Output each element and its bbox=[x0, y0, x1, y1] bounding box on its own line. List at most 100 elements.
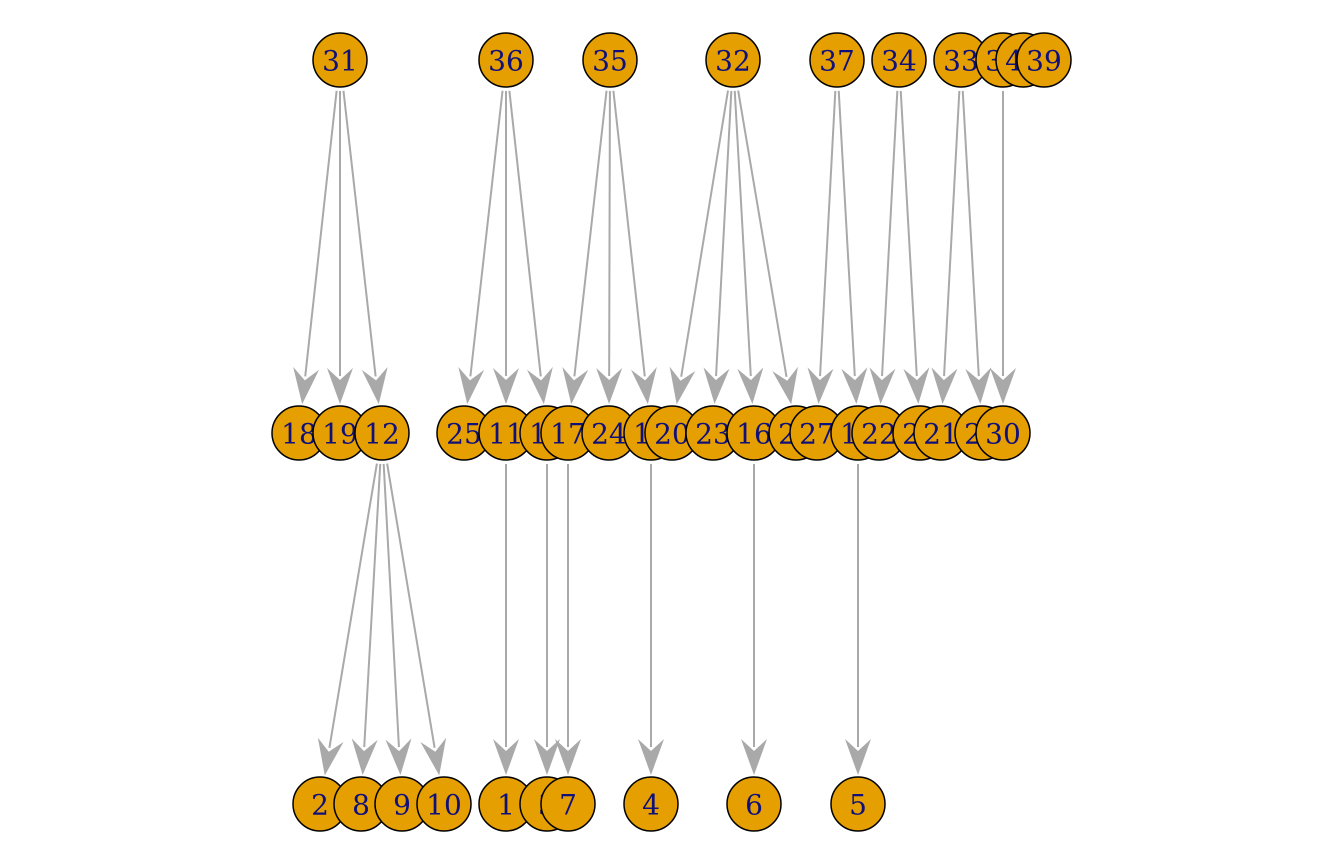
node-39: 39 bbox=[1016, 32, 1072, 88]
node-19: 19 bbox=[312, 405, 368, 461]
node-label: 4 bbox=[642, 789, 660, 822]
edge-35-24 bbox=[596, 90, 623, 405]
edge-16-6 bbox=[741, 464, 767, 775]
node-label: 9 bbox=[393, 789, 411, 822]
arrowhead-icon bbox=[630, 366, 657, 405]
edge-line bbox=[737, 90, 788, 377]
arrowhead-icon bbox=[841, 367, 868, 405]
node-label: 25 bbox=[446, 418, 482, 451]
arrowhead-icon bbox=[555, 739, 581, 775]
node-2: 2 bbox=[292, 776, 348, 832]
node-circle bbox=[478, 32, 534, 88]
node-label: 27 bbox=[799, 418, 835, 451]
node-16: 16 bbox=[726, 405, 782, 461]
node-36: 36 bbox=[478, 32, 534, 88]
edge-line bbox=[508, 90, 542, 377]
arrowhead-icon bbox=[526, 366, 553, 405]
node-circle bbox=[623, 776, 679, 832]
node-31: 31 bbox=[312, 32, 368, 88]
edge-31-19 bbox=[327, 91, 353, 404]
arrowhead-icon bbox=[385, 738, 412, 776]
node-circle bbox=[416, 776, 472, 832]
node-label: 12 bbox=[364, 418, 400, 451]
edge-34-22 bbox=[869, 90, 899, 405]
node-label: 11 bbox=[488, 418, 524, 451]
node-label: 39 bbox=[1026, 45, 1062, 78]
edge-line bbox=[943, 90, 961, 377]
node-30: 30 bbox=[975, 405, 1031, 461]
edge-31-12 bbox=[342, 90, 388, 405]
edge-32-16 bbox=[733, 90, 764, 405]
node-6: 6 bbox=[726, 776, 782, 832]
node-label: 37 bbox=[819, 45, 855, 78]
node-circle bbox=[540, 776, 596, 832]
edge-line bbox=[304, 90, 338, 377]
edge-line bbox=[837, 90, 856, 377]
edge-line bbox=[881, 90, 899, 377]
edge-line bbox=[342, 90, 377, 377]
edge-11-1 bbox=[493, 464, 519, 775]
node-label: 1 bbox=[497, 789, 515, 822]
node-circle bbox=[975, 405, 1031, 461]
arrowhead-icon bbox=[638, 739, 664, 775]
edge-36-13 bbox=[508, 90, 553, 405]
node-37: 37 bbox=[809, 32, 865, 88]
node-label: 34 bbox=[881, 45, 917, 78]
node-label: 2 bbox=[311, 789, 329, 822]
node-circle bbox=[1016, 32, 1072, 88]
node-label: 16 bbox=[736, 418, 772, 451]
node-circle bbox=[726, 776, 782, 832]
arrowhead-icon bbox=[903, 367, 930, 405]
node-23: 23 bbox=[685, 405, 741, 461]
arrowhead-icon bbox=[361, 366, 388, 405]
node-label: 17 bbox=[550, 418, 586, 451]
node-35: 35 bbox=[582, 32, 638, 88]
node-label: 20 bbox=[654, 418, 690, 451]
arrowhead-icon bbox=[317, 737, 344, 776]
node-label: 24 bbox=[591, 418, 627, 451]
edge-32-20 bbox=[669, 90, 729, 405]
edge-line bbox=[733, 90, 752, 377]
edge-12-2 bbox=[317, 463, 378, 776]
node-10: 10 bbox=[416, 776, 472, 832]
node-label: 7 bbox=[559, 789, 577, 822]
arrowhead-icon bbox=[493, 368, 519, 404]
edge-36-25 bbox=[458, 90, 504, 405]
node-circle bbox=[582, 32, 638, 88]
node-label: 10 bbox=[426, 789, 462, 822]
node-label: 8 bbox=[352, 789, 370, 822]
arrowhead-icon bbox=[737, 367, 764, 405]
node-label: 33 bbox=[943, 45, 979, 78]
node-label: 36 bbox=[488, 45, 524, 78]
edge-line bbox=[715, 90, 733, 377]
node-4: 4 bbox=[623, 776, 679, 832]
arrowhead-icon bbox=[807, 367, 834, 405]
edge-32-23 bbox=[703, 90, 733, 405]
arrowhead-icon bbox=[669, 366, 696, 405]
node-label: 22 bbox=[861, 418, 897, 451]
edge-line bbox=[573, 90, 608, 377]
edge-line bbox=[961, 90, 980, 377]
node-1: 1 bbox=[478, 776, 534, 832]
node-label: 6 bbox=[745, 789, 763, 822]
arrowhead-icon bbox=[772, 366, 798, 405]
arrowhead-icon bbox=[351, 738, 378, 776]
arrowhead-icon bbox=[869, 367, 896, 405]
node-layer: 3136353237343338403918191225111317241420… bbox=[271, 32, 1072, 832]
node-34: 34 bbox=[871, 32, 927, 88]
edge-line bbox=[819, 90, 837, 377]
edge-35-17 bbox=[562, 90, 608, 405]
node-label: 19 bbox=[322, 418, 358, 451]
arrowhead-icon bbox=[562, 366, 589, 405]
edge-37-15 bbox=[837, 90, 868, 405]
node-17: 17 bbox=[540, 405, 596, 461]
node-21: 21 bbox=[913, 405, 969, 461]
edge-32-29 bbox=[737, 90, 798, 405]
arrowhead-icon bbox=[596, 367, 623, 405]
edge-12-10 bbox=[386, 463, 447, 776]
edge-line bbox=[382, 463, 400, 748]
node-8: 8 bbox=[333, 776, 389, 832]
node-circle bbox=[809, 32, 865, 88]
node-label: 32 bbox=[715, 45, 751, 78]
